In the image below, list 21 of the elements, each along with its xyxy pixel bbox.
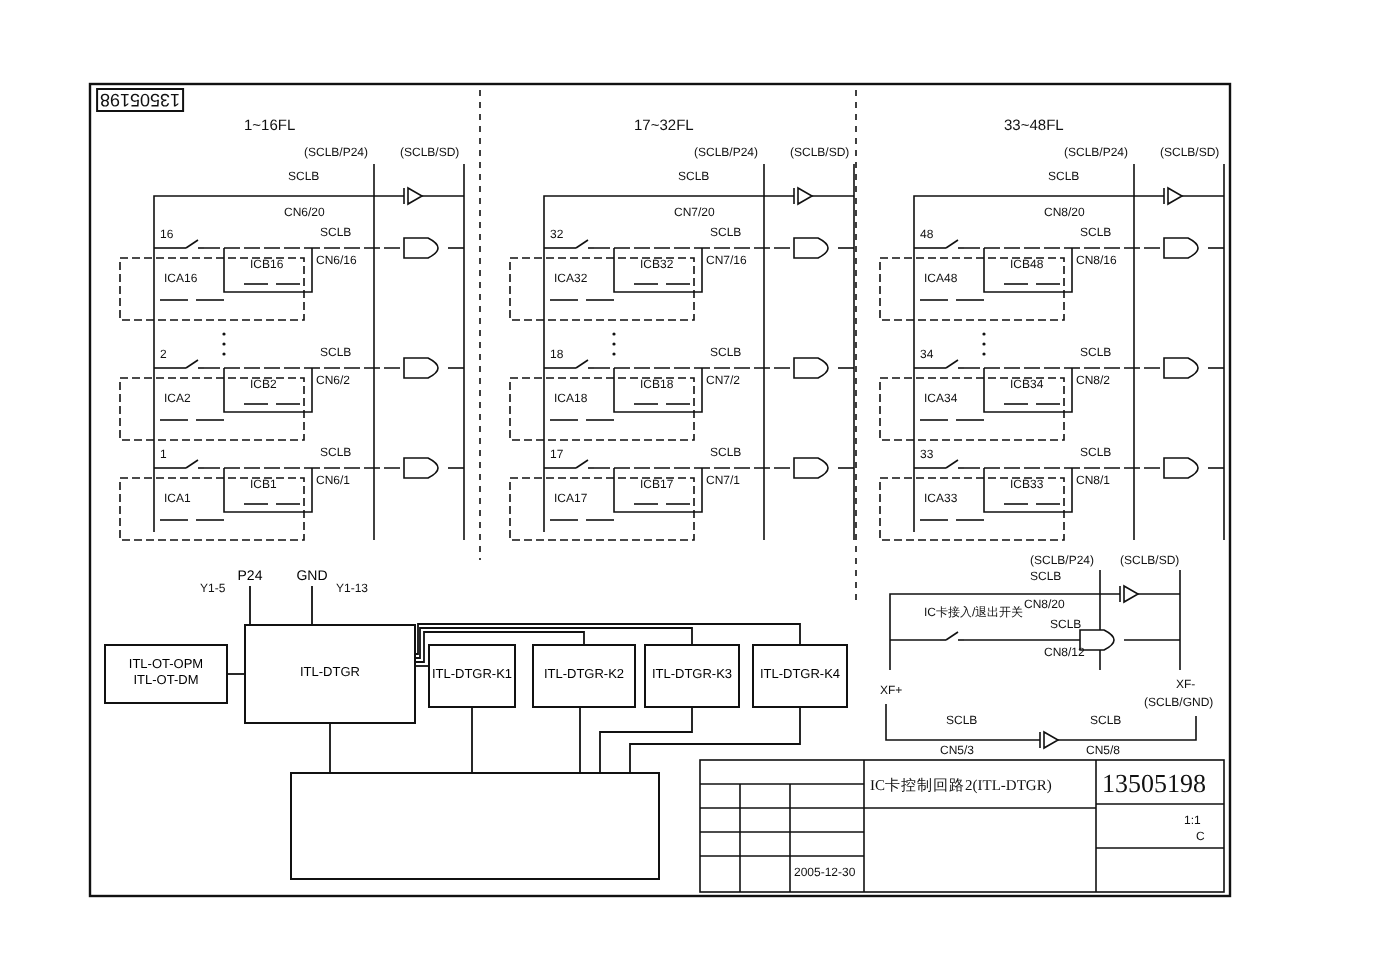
connector-line	[415, 627, 693, 659]
connector-line	[311, 585, 313, 625]
module-box	[752, 644, 848, 708]
module-box	[104, 644, 228, 704]
connector-line	[415, 623, 801, 655]
connector-line	[471, 707, 473, 773]
connector-line	[329, 723, 331, 773]
connector-line	[227, 673, 245, 675]
connector-line	[579, 707, 581, 773]
connector-line	[599, 707, 693, 773]
terminal-box	[290, 772, 660, 880]
connector-line	[415, 665, 429, 667]
module-box	[428, 644, 516, 708]
connector-line	[629, 707, 801, 773]
connector-line	[249, 585, 251, 625]
connector-line	[415, 631, 585, 663]
drawing-number: 13505198	[96, 88, 185, 112]
drawing-number: 13505198	[1102, 768, 1206, 798]
controller-box	[244, 624, 416, 724]
module-box	[644, 644, 740, 708]
module-box	[532, 644, 636, 708]
